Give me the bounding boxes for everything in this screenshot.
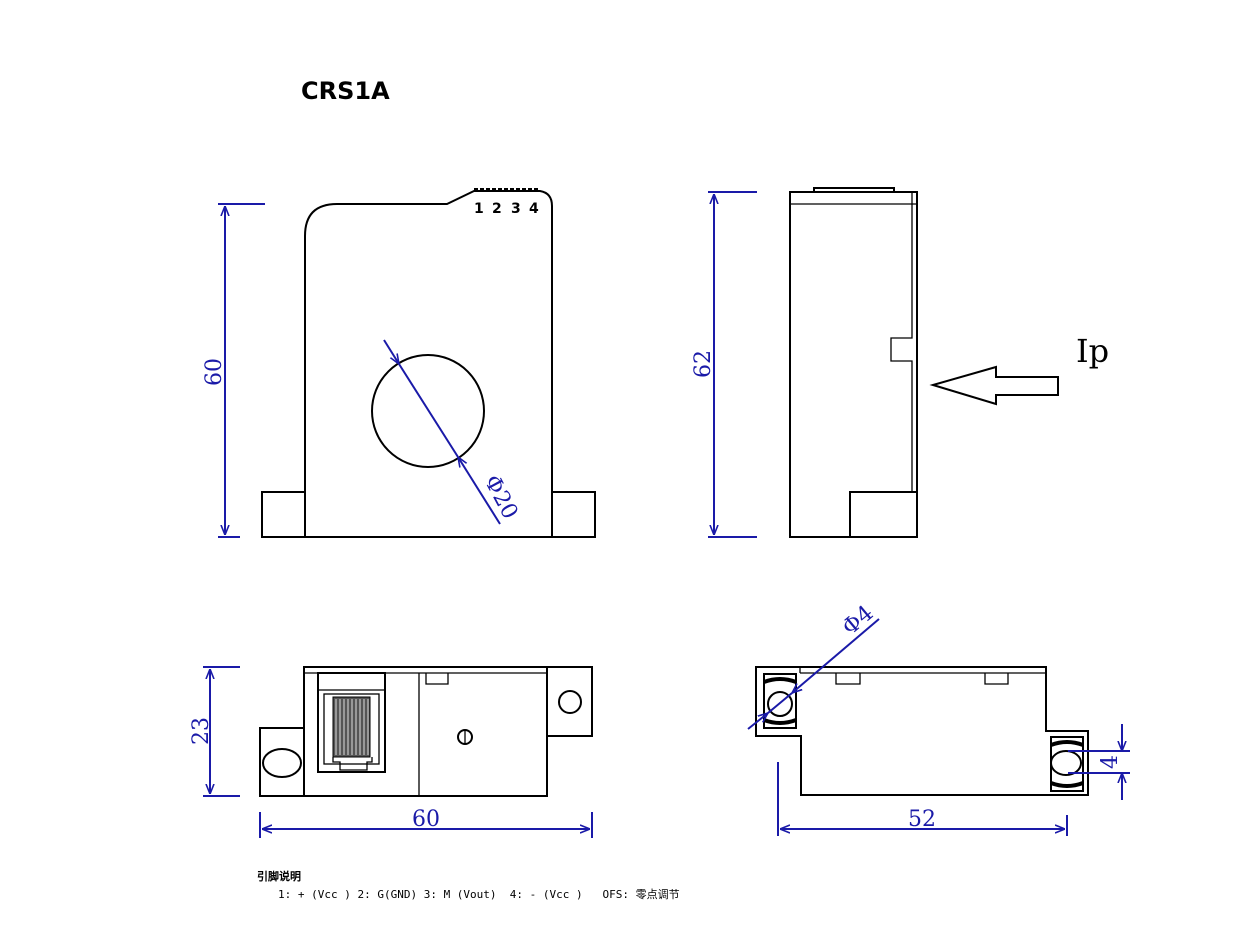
bottom-width-dim: 60	[412, 807, 440, 832]
depth-dim: 23	[189, 717, 214, 745]
bottom-view-left: 23 60	[189, 666, 593, 838]
pin-description-heading: 引脚说明	[257, 869, 301, 883]
current-direction-arrow-icon	[929, 365, 1059, 406]
slot-width-dim: 4	[1098, 755, 1123, 769]
current-aperture	[371, 354, 485, 468]
pin-label-1: 1	[474, 201, 484, 217]
pin-label-3: 3	[511, 201, 521, 217]
drawing-title: CRS1A	[301, 77, 390, 105]
side-view: 62 Ip	[691, 187, 1109, 538]
front-view: 1 2 3 4 60 Φ20	[202, 188, 596, 538]
front-height-dim: 60	[202, 358, 227, 386]
pin-label-4: 4	[529, 201, 539, 217]
mounting-pitch-dim: 52	[908, 807, 936, 832]
bottom-view-right: Φ4 52 4	[747, 601, 1130, 836]
pin-description-text: 1: + (Vcc ) 2: G(GND) 3: M (Vout) 4: - (…	[278, 888, 680, 901]
primary-current-label: Ip	[1076, 332, 1109, 370]
side-height-dim: 62	[691, 350, 716, 378]
pin-label-2: 2	[492, 201, 502, 217]
mounting-hole-dim: Φ4	[838, 601, 879, 641]
aperture-diameter-dim: Φ20	[479, 471, 523, 523]
rj-connector	[317, 672, 386, 773]
